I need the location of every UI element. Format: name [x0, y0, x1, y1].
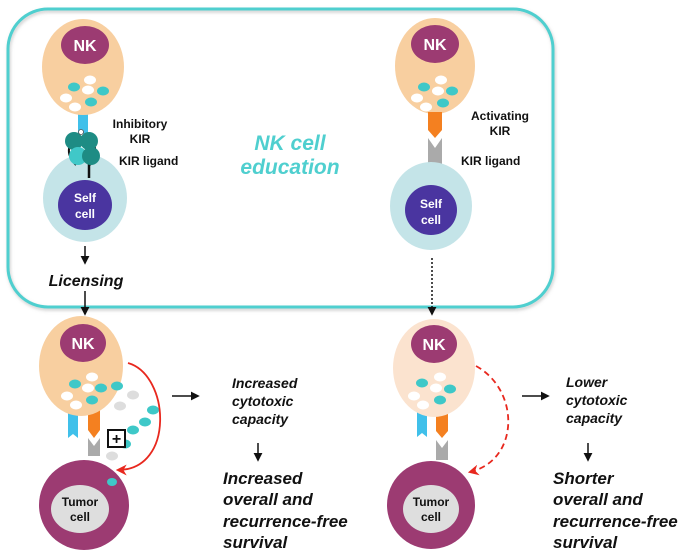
outcome-text: overall and: [223, 490, 313, 509]
plus-signal: +: [112, 431, 121, 448]
nk-label: NK: [73, 38, 97, 55]
tumor-cell-label-2: cell: [70, 510, 90, 524]
education-label: NK cell: [254, 132, 326, 155]
outcome-text: Increased: [223, 469, 303, 488]
granules: [411, 75, 458, 112]
tumor-cell-label: Tumor: [62, 495, 99, 509]
self-cell-label-2: cell: [421, 213, 441, 227]
granules: [61, 372, 123, 410]
tumor-granule: [107, 478, 117, 486]
self-cell-nucleus: [58, 180, 112, 230]
outcome-text: overall and: [553, 490, 643, 509]
granules: [60, 75, 109, 112]
education-box: [6, 7, 555, 309]
activating-receptor: [88, 408, 100, 438]
reduced-cytotoxic-arrow: [467, 365, 510, 476]
activating-receptor: [428, 112, 442, 138]
inhibitory-receptor: [417, 410, 427, 437]
granules: [408, 372, 456, 410]
effect-text: Increased: [232, 375, 298, 391]
effect-text: cytotoxic: [566, 392, 628, 408]
outcome-text: Shorter: [553, 469, 615, 488]
nk-label: NK: [71, 336, 95, 353]
effect-text: Lower: [566, 374, 609, 390]
nk-nucleus: [61, 26, 109, 64]
self-cell-nucleus: [405, 185, 457, 235]
kir-ligand-cluster: [65, 129, 100, 178]
left-effector-group: NK + Tumor cell Increased: [39, 316, 348, 552]
education-label-2: education: [240, 156, 339, 179]
cytotoxic-arrow: [115, 362, 162, 476]
left-education-group: NK Self cell Inhibitory KIR KIR ligand: [42, 19, 178, 316]
self-cell-label: Self: [420, 197, 443, 211]
effect-text: cytotoxic: [232, 393, 294, 409]
released-granules: [106, 390, 159, 461]
nk-nucleus: [60, 324, 106, 362]
nk-nucleus: [411, 325, 457, 363]
outcome-text: survival: [223, 533, 289, 552]
plus-signal-box: [107, 429, 126, 448]
licensing-label: Licensing: [49, 273, 124, 290]
right-education-group: NK Self cell Activating KIR KIR ligand: [390, 18, 529, 316]
outcome-text: survival: [553, 533, 619, 552]
outcome-text: recurrence-free: [223, 512, 348, 531]
self-cell-label-2: cell: [75, 207, 95, 221]
tumor-cell-nucleus: [51, 485, 109, 533]
nk-label: NK: [423, 37, 447, 54]
nk-label: NK: [422, 337, 446, 354]
activating-receptor: [436, 410, 448, 438]
inhibitory-receptor-stem: [78, 110, 88, 134]
effect-text: capacity: [232, 411, 289, 427]
nk-nucleus: [411, 25, 459, 63]
tumor-cell-label-2: cell: [421, 510, 441, 524]
activating-kir-label: Activating: [471, 109, 529, 123]
tumor-cell-nucleus: [403, 485, 459, 533]
tumor-cell-label: Tumor: [413, 495, 450, 509]
kir-ligand-label: KIR ligand: [119, 154, 178, 168]
kir-ligand: [88, 438, 100, 456]
outcome-text: recurrence-free: [553, 512, 678, 531]
right-effector-group: NK Tumor cell Lower cytotoxic capacity S…: [387, 319, 678, 552]
self-cell-label: Self: [74, 191, 97, 205]
kir-ligand-label: KIR ligand: [461, 154, 520, 168]
effect-text: capacity: [566, 410, 623, 426]
inhibitory-kir-label: Inhibitory: [113, 117, 168, 131]
inhibitory-kir-label-2: KIR: [130, 132, 151, 146]
kir-ligand: [436, 440, 448, 460]
activating-kir-label-2: KIR: [490, 124, 511, 138]
kir-ligand: [428, 138, 442, 168]
